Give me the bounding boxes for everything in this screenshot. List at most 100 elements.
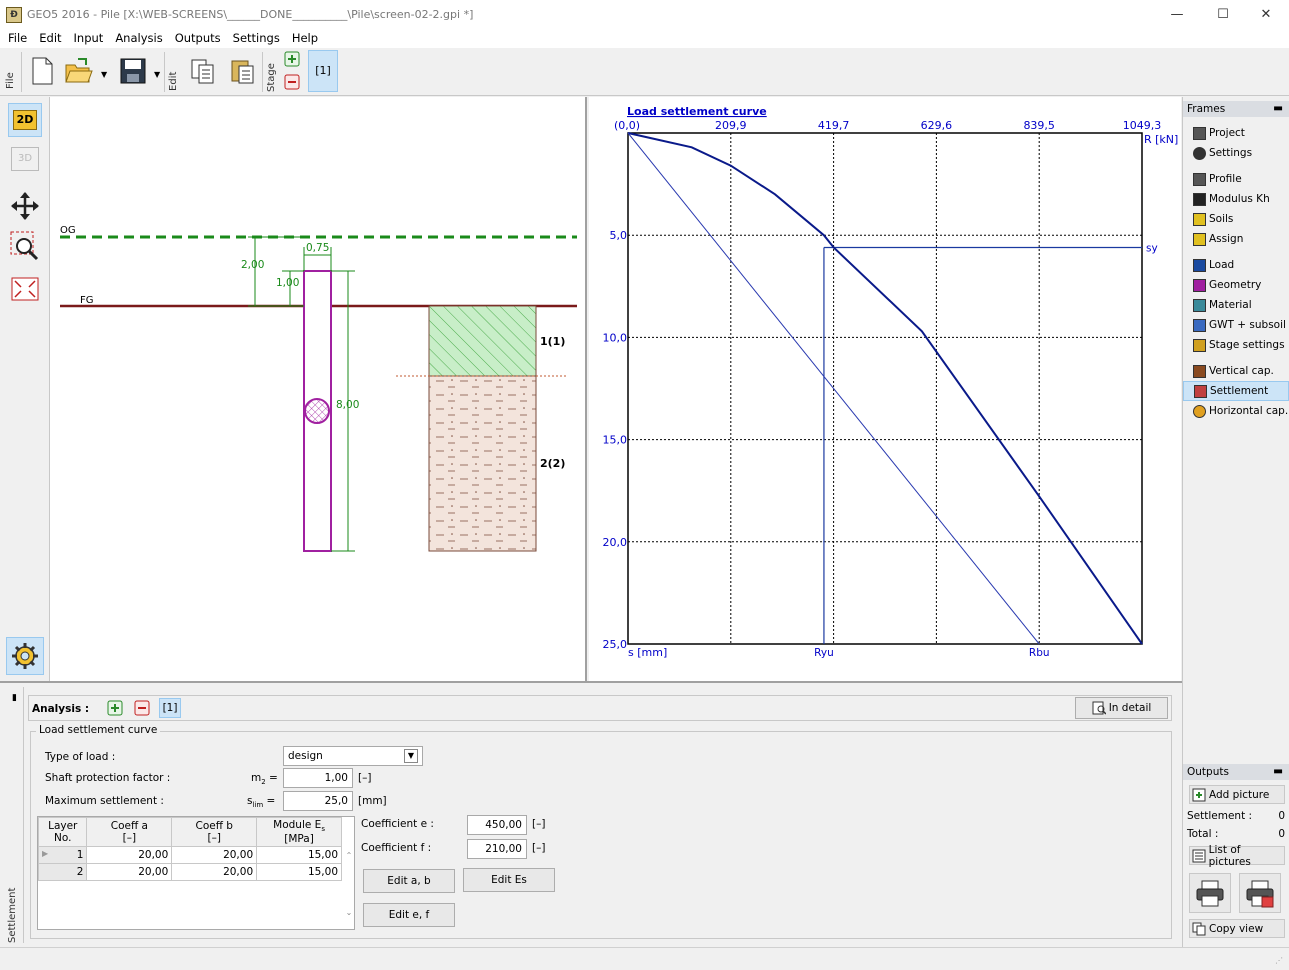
zoom-extents-icon <box>11 277 39 301</box>
save-dropdown-icon[interactable]: ▼ <box>154 70 160 79</box>
fg-label: FG <box>80 295 94 306</box>
coeff-b-cell[interactable]: 20,00 <box>172 864 257 881</box>
frame-item-load[interactable]: Load <box>1183 255 1289 275</box>
outputs-collapse-button[interactable]: ▬ <box>1273 763 1283 779</box>
close-button[interactable]: ✕ <box>1243 0 1289 30</box>
frame-item-vertical-cap[interactable]: Vertical cap. <box>1183 361 1289 381</box>
copy-view-button[interactable]: Copy view <box>1189 919 1285 938</box>
frame-item-label: Vertical cap. <box>1209 365 1274 377</box>
coeff-b-cell[interactable]: 20,00 <box>172 847 257 864</box>
shaft-protection-label: Shaft protection factor : <box>45 772 170 784</box>
maximize-button[interactable]: ☐ <box>1200 0 1246 30</box>
coeff-a-cell[interactable]: 20,00 <box>87 864 172 881</box>
print-export-button[interactable] <box>1239 873 1281 913</box>
max-settlement-input[interactable]: 25,0 <box>283 791 353 811</box>
copy-button[interactable] <box>188 54 218 88</box>
frames-collapse-button[interactable]: ▬ <box>1273 100 1283 116</box>
frame-item-horizontal-cap[interactable]: Horizontal cap. <box>1183 401 1289 421</box>
frame-item-gwt-subsoil[interactable]: GWT + subsoil <box>1183 315 1289 335</box>
menu-input[interactable]: Input <box>70 30 108 47</box>
frame-item-material[interactable]: Material <box>1183 295 1289 315</box>
stage-1-button[interactable]: [1] <box>308 50 338 92</box>
zoom-extents-button[interactable] <box>11 277 39 304</box>
load-settlement-curve <box>628 133 1142 644</box>
frame-item-assign[interactable]: Assign <box>1183 229 1289 249</box>
analysis-side-tab[interactable]: ▮ Settlement <box>4 687 24 943</box>
frame-item-settlement[interactable]: Settlement <box>1183 381 1289 401</box>
toolbar-separator <box>21 52 22 92</box>
total-pictures-count: 0 <box>1278 828 1285 840</box>
add-analysis-button[interactable] <box>107 700 123 719</box>
menu-outputs[interactable]: Outputs <box>171 30 225 47</box>
frame-item-settings[interactable]: Settings <box>1183 143 1289 163</box>
vertical-cap-icon <box>1193 365 1206 378</box>
save-file-button[interactable] <box>118 54 148 88</box>
in-detail-button[interactable]: In detail <box>1075 697 1168 719</box>
edit-e-f-button[interactable]: Edit e, f <box>363 903 455 927</box>
analysis-1-button[interactable]: [1] <box>159 698 181 718</box>
drawing-canvas[interactable]: OG FG 1(1) 2(2) 0,75 2,00 1,00 8,00 <box>50 97 587 681</box>
print-button[interactable] <box>1189 873 1231 913</box>
stage-settings-icon <box>1193 339 1206 352</box>
coefficient-f-input[interactable]: 210,00 <box>467 839 527 859</box>
menu-help[interactable]: Help <box>288 30 322 47</box>
panel-pin-icon[interactable]: ▮ <box>12 693 17 703</box>
dimension-lines <box>248 237 355 551</box>
zoom-magnifier-icon <box>10 231 40 261</box>
frame-item-profile[interactable]: Profile <box>1183 169 1289 189</box>
frame-item-geometry[interactable]: Geometry <box>1183 275 1289 295</box>
open-file-button[interactable] <box>64 54 94 88</box>
table-row[interactable]: 2 20,00 20,00 15,00 <box>39 864 342 881</box>
frame-item-modulus-kh[interactable]: Modulus Kh <box>1183 189 1289 209</box>
coeff-a-cell[interactable]: 20,00 <box>87 847 172 864</box>
new-file-button[interactable] <box>27 54 57 88</box>
col-coeff-b: Coeff b[–] <box>172 818 257 847</box>
settlement-pictures-label: Settlement : <box>1187 810 1252 822</box>
chart-title: Load settlement curve <box>627 105 767 118</box>
horizontal-cap-icon <box>1193 405 1206 418</box>
frame-item-label: Load <box>1209 259 1234 271</box>
drawing-settings-button[interactable] <box>6 637 44 675</box>
list-of-pictures-button[interactable]: List of pictures <box>1189 846 1285 865</box>
settlement-pictures-count: 0 <box>1278 810 1285 822</box>
frame-item-project[interactable]: Project <box>1183 123 1289 143</box>
view-3d-button[interactable]: 3D <box>11 147 39 171</box>
coefficient-f-label: Coefficient f : <box>361 842 431 854</box>
paste-button[interactable] <box>228 54 258 88</box>
resize-grip-icon[interactable]: ⋰ <box>1275 956 1285 966</box>
menu-analysis[interactable]: Analysis <box>111 30 166 47</box>
dim-diameter: 0,75 <box>306 242 329 254</box>
table-scrollbar[interactable]: ⌃⌄ <box>343 851 355 930</box>
toolbar: File ▼ ▼ Edit Stage [1] <box>0 48 1289 96</box>
minimize-button[interactable]: — <box>1154 0 1200 30</box>
frame-item-soils[interactable]: Soils <box>1183 209 1289 229</box>
shaft-protection-input[interactable]: 1,00 <box>283 768 353 788</box>
module-es-cell[interactable]: 15,00 <box>257 847 342 864</box>
minus-icon <box>284 74 300 90</box>
add-stage-button[interactable] <box>284 51 300 70</box>
table-row[interactable]: ▶1 20,00 20,00 15,00 <box>39 847 342 864</box>
settlement-chart-panel[interactable]: Load settlement curve 209,9419,7629,6839… <box>589 97 1181 681</box>
load-settlement-groupbox: Load settlement curve Type of load : des… <box>30 731 1172 939</box>
zoom-button[interactable] <box>10 231 40 264</box>
menu-settings[interactable]: Settings <box>229 30 284 47</box>
frame-item-label: Soils <box>1209 213 1233 225</box>
frame-item-stage-settings[interactable]: Stage settings <box>1183 335 1289 355</box>
remove-stage-button[interactable] <box>284 74 300 93</box>
view-2d-button[interactable]: 2D <box>8 103 42 137</box>
layer-2-pattern <box>429 376 536 551</box>
remove-analysis-button[interactable] <box>134 700 150 719</box>
module-es-cell[interactable]: 15,00 <box>257 864 342 881</box>
menu-edit[interactable]: Edit <box>35 30 65 47</box>
pile-drawing: OG FG 1(1) 2(2) 0,75 2,00 1,00 8,00 <box>50 97 587 681</box>
type-of-load-select[interactable]: design ▼ <box>283 746 423 766</box>
edit-a-b-button[interactable]: Edit a, b <box>363 869 455 893</box>
coefficient-e-input[interactable]: 450,00 <box>467 815 527 835</box>
edit-es-button[interactable]: Edit Es <box>463 868 555 892</box>
menu-file[interactable]: File <box>4 30 31 47</box>
layers-table-container[interactable]: LayerNo. Coeff a[–] Coeff b[–] Module Es… <box>37 816 355 930</box>
add-picture-button[interactable]: Add picture <box>1189 785 1285 804</box>
open-dropdown-icon[interactable]: ▼ <box>101 70 107 79</box>
pan-button[interactable] <box>10 191 40 224</box>
gwt-icon <box>1193 319 1206 332</box>
